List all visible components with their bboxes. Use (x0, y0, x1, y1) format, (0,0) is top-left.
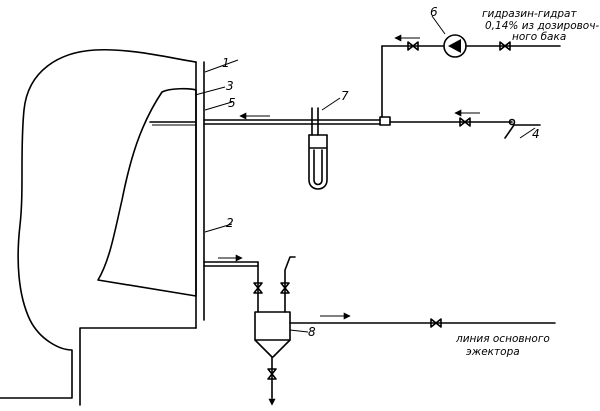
label-7: 7 (341, 89, 349, 103)
dosing-caption-3: ного бака (512, 31, 566, 43)
manometer-leader (321, 97, 341, 111)
label-5: 5 (228, 96, 236, 110)
u-tube-manometer (308, 107, 328, 190)
valve-ejector (430, 318, 442, 328)
sampling-point-4 (504, 124, 541, 139)
dosing-caption-1: гидразин-гидрат (482, 8, 577, 20)
valve-pump-out (407, 41, 419, 51)
valve-pump-in (499, 41, 511, 51)
label-1: 1 (222, 56, 230, 70)
dosing-pump (443, 34, 467, 58)
vent-pipe (284, 256, 296, 313)
leader-4 (519, 127, 536, 139)
collector-vessel (254, 311, 291, 358)
dosing-caption-2: 0,14% из дозировоч- (485, 20, 599, 32)
label-6: 6 (430, 5, 438, 19)
condenser-body (0, 48, 197, 399)
label-4: 4 (532, 127, 540, 141)
filter-bed (97, 87, 197, 297)
valve-right (459, 117, 471, 127)
valve-collector-drain (267, 368, 277, 380)
valve-vent (280, 282, 290, 294)
label-8: 8 (308, 325, 316, 339)
leader-3 (194, 86, 226, 96)
ejector-caption-1: линия основного (455, 333, 550, 345)
ejector-caption-2: эжектора (466, 346, 520, 358)
leader-8 (289, 329, 309, 333)
label-2: 2 (226, 216, 234, 230)
gauge-4-fitting (508, 118, 516, 126)
leader-2 (204, 223, 233, 233)
leader-1 (204, 59, 239, 73)
leader-5 (204, 101, 233, 111)
junction-box (379, 116, 391, 126)
valve-drain (253, 282, 263, 294)
label-3: 3 (226, 79, 234, 93)
condenser-step (79, 327, 197, 406)
pump-leader (431, 15, 446, 35)
